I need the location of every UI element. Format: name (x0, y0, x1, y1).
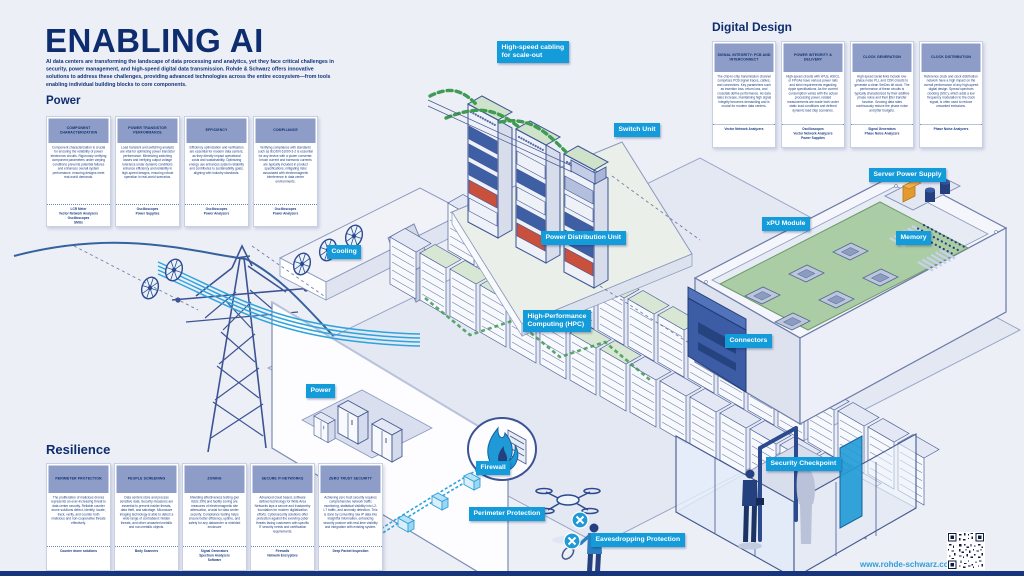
card-title: ZONING (184, 465, 245, 493)
connector-block (687, 286, 747, 393)
card-title: PERIMETER PROTECTION (48, 465, 109, 493)
card-title: CLOCK GENERATION (852, 43, 912, 72)
dry-cooler-fan-icon (138, 274, 162, 302)
card-body: The chip-to-chip transmission channel co… (716, 75, 772, 109)
card-clock-distribution: CLOCK DISTRIBUTION Reference clock and c… (919, 41, 983, 148)
card-title: COMPLIANCE (255, 118, 316, 143)
website-url[interactable]: www.rohde-schwarz.com (860, 560, 956, 569)
section-heading-digital-design: Digital Design (712, 20, 793, 34)
card-tools: Oscilloscopes Vector Network Analyzers P… (782, 124, 844, 147)
power-room (301, 389, 433, 463)
card-zoning: ZONING Shielding effectiveness testing (… (182, 463, 247, 571)
card-tools: Oscilloscopes Power Analyzers (254, 204, 317, 226)
section-heading-resilience: Resilience (46, 442, 111, 457)
card-title: SIGNAL INTEGRITY: PCB AND INTERCONNECT (714, 43, 774, 72)
callout-power: Power (306, 384, 336, 399)
vent-grid (910, 224, 966, 255)
card-power-integrity-delivery: POWER INTEGRITY & DELIVERY High-speed ci… (781, 41, 845, 148)
card-title: ZERO TRUST SECURITY (320, 465, 381, 493)
scanner-gate-icon (758, 426, 863, 542)
card-tools: Deep Packet Inspection (319, 546, 382, 570)
callout-high-speed-cabling: High-speed cabling for scale-out (497, 41, 569, 64)
cooling-pipes (157, 261, 421, 347)
high-speed-cabling-links (428, 88, 568, 154)
card-tools: Body Scanners (115, 546, 178, 570)
callout-connectors: Connectors (725, 334, 772, 349)
card-tools: Oscilloscopes Power Supplies (116, 204, 179, 226)
card-body: High-speed serial links include low-phas… (854, 75, 910, 113)
callout-cooling: Cooling (327, 245, 362, 260)
callout-firewall: Firewall (476, 461, 511, 476)
card-tools: Phase Noise Analyzers (920, 124, 982, 147)
visitor-person (738, 469, 764, 550)
card-title: POWER TRANSISTOR PERFORMANCE (117, 118, 178, 143)
callout-memory: Memory (896, 231, 932, 246)
server-rack-rows (389, 194, 940, 540)
digital-design-card-group: SIGNAL INTEGRITY: PCB AND INTERCONNECT T… (712, 41, 983, 148)
callout-xpu-module: xPU Module (762, 217, 810, 232)
card-title: PEOPLE SCREENING (116, 465, 177, 493)
callout-eavesdropping-protection: Eavesdropping Protection (591, 533, 685, 548)
connector-lines (73, 175, 701, 351)
card-signal-integrity: SIGNAL INTEGRITY: PCB AND INTERCONNECT T… (712, 41, 776, 148)
card-tools: Signal Generators Phase Noise Analyzers (851, 124, 913, 147)
card-body: Efficiency optimization and verification… (189, 146, 244, 175)
card-secure-it-networks: SECURE IT-NETWORKS Advanced cloud based,… (250, 463, 315, 571)
card-component-characterization: COMPONENT CHARACTERIZATION Component cha… (46, 116, 111, 227)
server-blade (687, 171, 1008, 426)
page-title: ENABLING AI (45, 22, 264, 59)
card-title: CLOCK DISTRIBUTION (921, 43, 981, 72)
resilience-card-group: PERIMETER PROTECTION The proliferation o… (46, 463, 383, 571)
card-body: Data centers store and process sensitive… (119, 496, 174, 530)
card-body: Reference clock and clock distribution n… (923, 75, 979, 109)
card-body: Shielding effectiveness testing (per IEE… (188, 496, 241, 530)
section-heading-power: Power (46, 95, 81, 107)
card-body: Achieving zero trust security requires c… (323, 496, 378, 530)
card-title: COMPONENT CHARACTERIZATION (48, 118, 109, 143)
card-body: Advanced cloud based, software defined t… (254, 496, 311, 534)
security-checkpoint-room (675, 426, 917, 576)
card-efficiency: EFFICIENCY Efficiency optimization and v… (184, 116, 249, 227)
transmission-pylon-icon (171, 244, 313, 453)
card-body: High-speed circuits with xPUs, ASICs, or… (786, 75, 840, 113)
callout-perimeter-protection: Perimeter Protection (469, 507, 545, 522)
callout-security-checkpoint: Security Checkpoint (766, 457, 841, 472)
card-body: Component characterization is crucial fo… (50, 146, 107, 180)
card-zero-trust-security: ZERO TRUST SECURITY Achieving zero trust… (318, 463, 383, 571)
callout-power-distribution-unit: Power Distribution Unit (541, 231, 626, 246)
card-title: POWER INTEGRITY & DELIVERY (783, 43, 843, 72)
card-title: SECURE IT-NETWORKS (252, 465, 313, 493)
switch-unit-module (570, 159, 607, 185)
callout-server-power-supply: Server Power Supply (869, 168, 946, 183)
card-body: The proliferation of malicious drones re… (51, 496, 106, 525)
card-tools: LCR Meter Vector Network Analyzers Oscil… (47, 204, 110, 226)
callout-switch-unit: Switch Unit (614, 123, 661, 138)
callout-hpc: High-Performance Computing (HPC) (523, 310, 591, 333)
card-tools: Firewalls Network Encryptors (251, 546, 314, 570)
card-people-screening: PEOPLE SCREENING Data centers store and … (114, 463, 179, 571)
qr-code (947, 532, 985, 570)
card-tools: Vector Network Analyzers (713, 124, 775, 147)
card-title: EFFICIENCY (186, 118, 247, 143)
power-card-group: COMPONENT CHARACTERIZATION Component cha… (46, 116, 318, 227)
card-clock-generation: CLOCK GENERATION High-speed serial links… (850, 41, 914, 148)
page-intro: AI data centers are transforming the lan… (46, 58, 334, 88)
card-compliance: COMPLIANCE Verifying compliance with sta… (253, 116, 318, 227)
card-power-transistor-performance: POWER TRANSISTOR PERFORMANCE Load transi… (115, 116, 180, 227)
card-tools: Counter drone solutions (47, 546, 110, 570)
card-body: Load transient and switching analysis ar… (120, 146, 175, 180)
aisle-cabling (424, 296, 651, 381)
card-body: Verifying compliance with standards such… (258, 146, 313, 184)
card-tools: Signal Generators Spectrum Analyzers Sof… (183, 546, 246, 570)
footer-bar (0, 571, 1024, 576)
card-perimeter-protection: PERIMETER PROTECTION The proliferation o… (46, 463, 111, 571)
card-tools: Oscilloscopes Power Analyzers (185, 204, 248, 226)
